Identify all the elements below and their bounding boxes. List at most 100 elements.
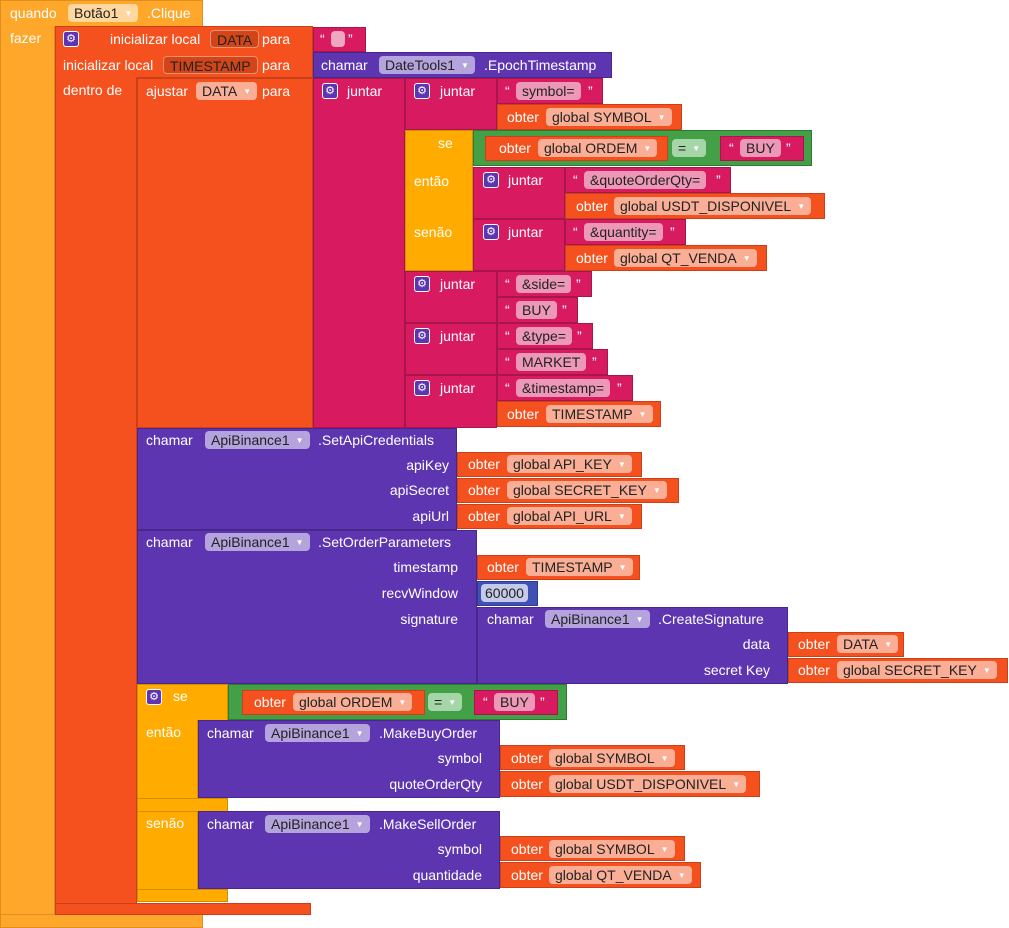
variable-dropdown[interactable]: global QT_VENDA▼ xyxy=(614,249,757,267)
quote-close: ” xyxy=(540,694,545,710)
string-field[interactable]: BUY xyxy=(516,301,557,319)
quote-open: “ xyxy=(505,380,510,396)
gear-icon[interactable]: ⚙ xyxy=(414,380,430,396)
if-expression-block[interactable] xyxy=(405,130,473,271)
variable-name: global SYMBOL xyxy=(555,841,655,857)
create-signature-block[interactable] xyxy=(477,607,788,684)
string-field[interactable]: BUY xyxy=(494,693,535,711)
local-var-name[interactable]: TIMESTAMP xyxy=(163,56,258,74)
local-var-name[interactable]: DATA xyxy=(210,30,260,48)
set-label: ajustar xyxy=(146,83,189,99)
quote-close: ” xyxy=(348,31,353,47)
method-name: .EpochTimestamp xyxy=(484,57,597,73)
join-label: juntar xyxy=(440,328,476,344)
dropdown-arrow-icon: ▼ xyxy=(124,9,133,19)
when-label: quando xyxy=(10,5,57,21)
component-dropdown[interactable]: ApiBinance1▼ xyxy=(545,610,650,628)
param-label: recvWindow xyxy=(381,585,458,601)
quote-close: ” xyxy=(588,83,593,99)
number-field[interactable]: 60000 xyxy=(481,584,528,602)
gear-icon[interactable]: ⚙ xyxy=(414,83,430,99)
component-dropdown[interactable]: ApiBinance1▼ xyxy=(205,431,310,449)
variable-dropdown[interactable]: global ORDEM▼ xyxy=(293,693,413,711)
join-block-outer[interactable] xyxy=(313,78,405,428)
variable-dropdown[interactable]: TIMESTAMP▼ xyxy=(546,405,653,423)
variable-dropdown[interactable]: global SYMBOL▼ xyxy=(549,840,675,858)
string-field[interactable]: MARKET xyxy=(516,353,587,371)
join-block[interactable] xyxy=(405,375,497,428)
call-label: chamar xyxy=(146,432,193,448)
param-label: quantidade xyxy=(412,867,482,883)
gear-icon[interactable]: ⚙ xyxy=(483,224,499,240)
quote-open: “ xyxy=(505,328,510,344)
component-name: ApiBinance1 xyxy=(551,611,630,627)
to-label: para xyxy=(262,31,291,47)
variable-name: global USDT_DISPONIVEL xyxy=(620,198,792,214)
variable-dropdown[interactable]: global SECRET_KEY▼ xyxy=(837,661,997,679)
gear-icon[interactable]: ⚙ xyxy=(322,83,338,99)
dropdown-arrow-icon: ▼ xyxy=(643,144,652,154)
init-local-label: inicializar local xyxy=(110,31,201,47)
call-label: chamar xyxy=(321,57,368,73)
component-dropdown[interactable]: DateTools1▼ xyxy=(379,56,475,74)
variable-name: global SECRET_KEY xyxy=(513,482,647,498)
gear-icon[interactable]: ⚙ xyxy=(414,276,430,292)
get-label: obter xyxy=(468,456,500,472)
local-variable-body xyxy=(55,77,137,915)
dropdown-arrow-icon: ▼ xyxy=(652,486,661,496)
call-label: chamar xyxy=(207,725,254,741)
quote-open: “ xyxy=(505,302,510,318)
string-field[interactable]: &quoteOrderQty= xyxy=(584,171,707,189)
variable-dropdown[interactable]: global QT_VENDA▼ xyxy=(549,866,692,884)
variable-name: DATA xyxy=(843,636,879,652)
gear-icon[interactable]: ⚙ xyxy=(483,172,499,188)
dropdown-arrow-icon: ▼ xyxy=(982,666,991,676)
operator-dropdown[interactable]: =▼ xyxy=(428,693,463,711)
param-label: signature xyxy=(400,611,458,627)
variable-dropdown[interactable]: global ORDEM▼ xyxy=(538,139,658,157)
component-dropdown[interactable]: ApiBinance1▼ xyxy=(265,724,370,742)
else-label: senão xyxy=(414,224,453,240)
variable-dropdown[interactable]: global API_URL▼ xyxy=(507,507,632,525)
set-variable-block[interactable] xyxy=(137,78,313,428)
variable-dropdown[interactable]: TIMESTAMP▼ xyxy=(526,558,633,576)
component-dropdown[interactable]: ApiBinance1▼ xyxy=(205,533,310,551)
component-dropdown[interactable]: Botão1▼ xyxy=(68,4,139,22)
operator-dropdown[interactable]: =▼ xyxy=(672,139,707,157)
param-label: symbol xyxy=(437,841,482,857)
quote-close: ” xyxy=(617,380,622,396)
param-label: data xyxy=(742,636,770,652)
string-field[interactable]: &type= xyxy=(516,327,572,345)
empty-string-field[interactable] xyxy=(331,31,345,47)
string-field[interactable]: &timestamp= xyxy=(516,379,611,397)
string-field[interactable]: &side= xyxy=(516,275,572,293)
set-order-parameters-block[interactable] xyxy=(137,530,477,684)
variable-dropdown[interactable]: global API_KEY▼ xyxy=(507,455,632,473)
local-variable-footer xyxy=(55,903,311,915)
variable-dropdown[interactable]: DATA▼ xyxy=(196,82,258,100)
variable-dropdown[interactable]: global SYMBOL▼ xyxy=(546,108,672,126)
if-block-footer xyxy=(137,889,228,902)
local-variable-block[interactable] xyxy=(55,26,313,78)
make-sell-order-block[interactable] xyxy=(198,811,500,889)
gear-icon[interactable]: ⚙ xyxy=(414,328,430,344)
then-label: então xyxy=(414,173,450,189)
gear-icon[interactable]: ⚙ xyxy=(63,31,79,47)
get-label: obter xyxy=(254,694,286,710)
quote-open: “ xyxy=(573,172,578,188)
variable-dropdown[interactable]: global SYMBOL▼ xyxy=(549,749,675,767)
join-label: juntar xyxy=(508,172,544,188)
string-field[interactable]: symbol= xyxy=(516,82,581,100)
variable-dropdown[interactable]: DATA▼ xyxy=(837,635,899,653)
gear-icon[interactable]: ⚙ xyxy=(146,689,162,705)
variable-dropdown[interactable]: global USDT_DISPONIVEL▼ xyxy=(614,197,812,215)
string-field[interactable]: &quantity= xyxy=(584,223,663,241)
string-field[interactable]: BUY xyxy=(740,139,781,157)
dropdown-arrow-icon: ▼ xyxy=(742,254,751,264)
dropdown-arrow-icon: ▼ xyxy=(677,871,686,881)
variable-dropdown[interactable]: global USDT_DISPONIVEL▼ xyxy=(549,775,747,793)
quote-open: “ xyxy=(505,276,510,292)
variable-dropdown[interactable]: global SECRET_KEY ▼ xyxy=(507,481,667,499)
dropdown-arrow-icon: ▼ xyxy=(657,113,666,123)
component-dropdown[interactable]: ApiBinance1▼ xyxy=(265,815,370,833)
